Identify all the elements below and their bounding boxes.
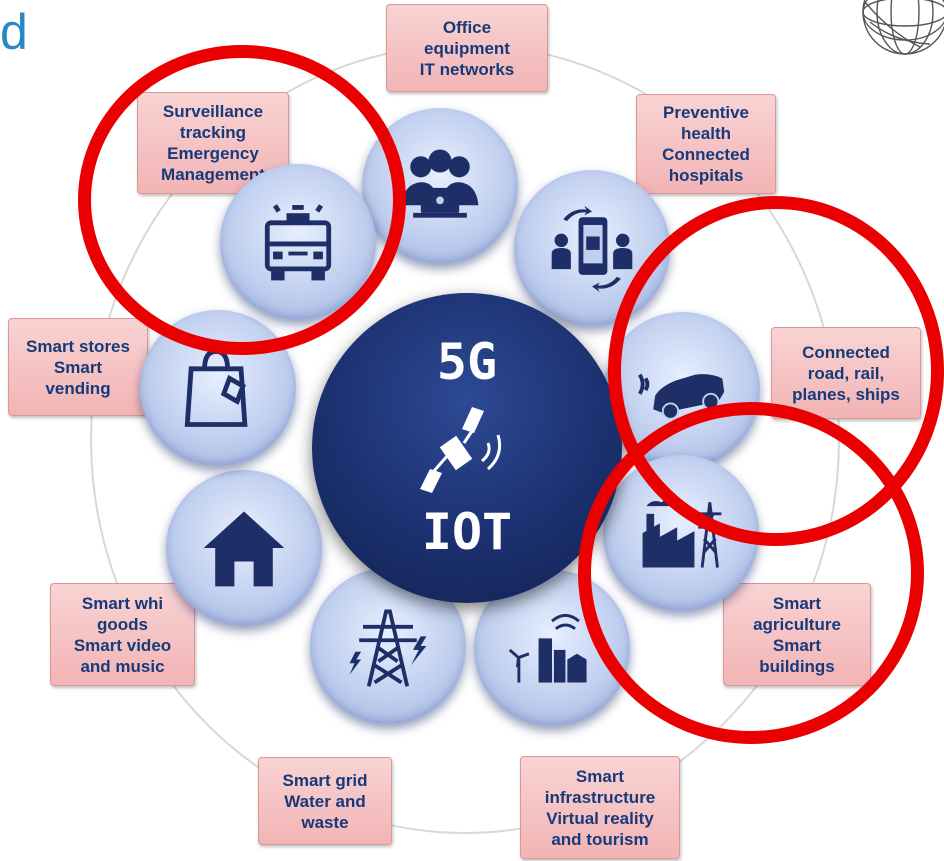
label-white-goods: Smart whi goods Smart video and music	[50, 583, 195, 686]
slide-title-fragment: d	[0, 4, 28, 60]
center-bottom-label: IOT	[421, 503, 513, 561]
people-laptop-icon	[401, 149, 479, 218]
globe-logo-icon	[850, 0, 944, 62]
house-icon	[203, 511, 285, 587]
city-wind-icon	[508, 613, 587, 683]
power-pylon-icon	[349, 609, 427, 687]
satellite-icon	[420, 407, 502, 493]
center-top-label: 5G	[436, 333, 498, 391]
bubble-health	[514, 170, 670, 326]
label-white-goods-text: Smart whi goods Smart video and music	[73, 593, 172, 676]
telemedicine-icon	[551, 205, 633, 293]
label-stores-text: Smart stores Smart vending	[26, 336, 130, 398]
label-health-text: Preventive health Connected hospitals	[662, 103, 750, 185]
label-grid: Smart grid Water and waste	[258, 757, 392, 845]
bubble-white-goods	[166, 470, 322, 626]
label-office-text: Office equipment IT networks	[419, 17, 515, 79]
label-infrastructure: Smart infrastructure Virtual reality and…	[520, 756, 680, 859]
annotation-circle-surveillance	[78, 45, 406, 355]
annotation-circle-agriculture	[578, 402, 924, 744]
label-health: Preventive health Connected hospitals	[636, 94, 776, 194]
label-grid-text: Smart grid Water and waste	[282, 770, 368, 832]
label-infrastructure-text: Smart infrastructure Virtual reality and…	[544, 766, 656, 849]
label-office: Office equipment IT networks	[386, 4, 548, 92]
center-hub: 5G IOT	[312, 293, 622, 603]
label-stores: Smart stores Smart vending	[8, 318, 148, 416]
